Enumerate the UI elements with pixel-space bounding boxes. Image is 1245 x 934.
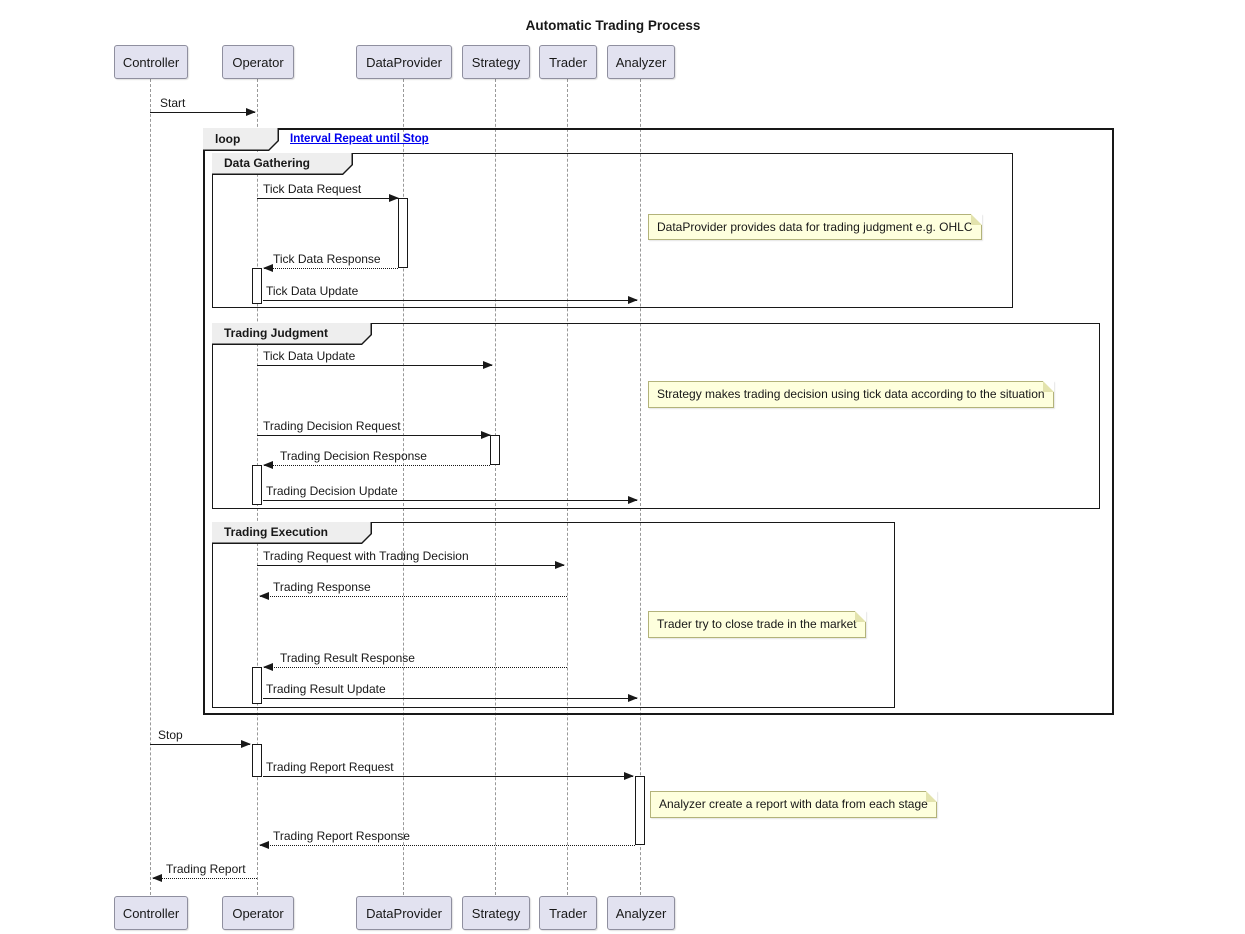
participant-bottom-controller: Controller bbox=[114, 896, 188, 930]
activation-operator-2 bbox=[252, 465, 262, 505]
note-dataprovider: DataProvider provides data for trading j… bbox=[648, 214, 982, 240]
activation-dataprovider-1 bbox=[398, 198, 408, 268]
message-arrow-tick-data-request bbox=[257, 193, 399, 202]
message-arrow-trading-result-update bbox=[263, 693, 638, 702]
frame-trading-judgment bbox=[212, 323, 1100, 509]
activation-analyzer-1 bbox=[635, 776, 645, 845]
message-label-trading-decision-update: Trading Decision Update bbox=[266, 484, 398, 498]
frame-trading-judgment-header: Trading Judgment bbox=[212, 323, 372, 345]
participant-top-operator: Operator bbox=[222, 45, 294, 79]
message-label-trading-report: Trading Report bbox=[166, 862, 246, 876]
diagram-title: Automatic Trading Process bbox=[525, 18, 701, 33]
message-label-trading-result-update: Trading Result Update bbox=[266, 682, 386, 696]
message-label-trading-report-response: Trading Report Response bbox=[273, 829, 410, 843]
lifeline-strategy bbox=[495, 79, 496, 895]
participant-bottom-analyzer: Analyzer bbox=[607, 896, 675, 930]
frame-loop-operator: loop bbox=[203, 128, 278, 150]
message-label-tick-data-update-1: Tick Data Update bbox=[266, 284, 359, 298]
activation-strategy-1 bbox=[490, 435, 500, 465]
loop-condition-link[interactable]: Interval Repeat until Stop bbox=[290, 133, 429, 145]
frame-trading-judgment-label: Trading Judgment bbox=[212, 323, 371, 344]
message-label-tick-data-update-2: Tick Data Update bbox=[263, 349, 356, 363]
message-label-trading-request: Trading Request with Trading Decision bbox=[263, 549, 469, 563]
message-label-start: Start bbox=[160, 96, 186, 110]
message-arrow-trading-decision-update bbox=[263, 495, 638, 504]
message-arrow-trading-decision-request bbox=[257, 430, 491, 439]
frame-trading-execution-label: Trading Execution bbox=[212, 522, 371, 543]
frame-loop bbox=[203, 128, 1114, 715]
message-arrow-start bbox=[150, 107, 256, 116]
activation-operator-1 bbox=[252, 268, 262, 304]
lifeline-controller bbox=[150, 79, 151, 895]
message-label-trading-response: Trading Response bbox=[273, 580, 371, 594]
note-strategy: Strategy makes trading decision using ti… bbox=[648, 381, 1054, 408]
activation-operator-3 bbox=[252, 667, 262, 704]
lifeline-trader bbox=[567, 79, 568, 895]
message-arrow-trading-report bbox=[152, 873, 257, 882]
message-arrow-tick-data-update-2 bbox=[257, 360, 493, 369]
frame-trading-execution-header: Trading Execution bbox=[212, 522, 372, 544]
frame-trading-execution bbox=[212, 522, 895, 708]
participant-top-analyzer: Analyzer bbox=[607, 45, 675, 79]
participant-top-trader: Trader bbox=[539, 45, 597, 79]
message-label-trading-decision-response: Trading Decision Response bbox=[280, 449, 427, 463]
participant-top-dataprovider: DataProvider bbox=[356, 45, 452, 79]
message-label-stop: Stop bbox=[158, 728, 183, 742]
participant-bottom-operator: Operator bbox=[222, 896, 294, 930]
message-arrow-trading-request bbox=[257, 560, 565, 569]
message-label-trading-decision-request: Trading Decision Request bbox=[263, 419, 401, 433]
participant-bottom-strategy: Strategy bbox=[462, 896, 530, 930]
frame-data-gathering-label: Data Gathering bbox=[212, 153, 352, 174]
message-label-trading-report-request: Trading Report Request bbox=[266, 760, 394, 774]
frame-loop-header: loop bbox=[203, 128, 279, 151]
message-arrow-trading-decision-response bbox=[263, 460, 490, 469]
frame-data-gathering-header: Data Gathering bbox=[212, 153, 353, 175]
note-analyzer: Analyzer create a report with data from … bbox=[650, 791, 937, 818]
activation-operator-4 bbox=[252, 744, 262, 777]
message-label-tick-data-response: Tick Data Response bbox=[273, 252, 381, 266]
message-arrow-trading-report-response bbox=[259, 840, 635, 849]
participant-top-controller: Controller bbox=[114, 45, 188, 79]
message-arrow-trading-result-response bbox=[263, 662, 567, 671]
lifeline-analyzer bbox=[640, 79, 641, 895]
message-label-tick-data-request: Tick Data Request bbox=[263, 182, 362, 196]
participant-top-strategy: Strategy bbox=[462, 45, 530, 79]
message-arrow-trading-report-request bbox=[263, 771, 634, 780]
lifeline-dataprovider bbox=[403, 79, 404, 895]
message-arrow-tick-data-response bbox=[263, 263, 398, 272]
note-trader: Trader try to close trade in the market bbox=[648, 611, 866, 638]
message-arrow-stop bbox=[150, 739, 251, 748]
participant-bottom-dataprovider: DataProvider bbox=[356, 896, 452, 930]
frame-data-gathering bbox=[212, 153, 1013, 308]
message-arrow-trading-response bbox=[259, 591, 567, 600]
message-arrow-tick-data-update-1 bbox=[263, 295, 638, 304]
participant-bottom-trader: Trader bbox=[539, 896, 597, 930]
message-label-trading-result-response: Trading Result Response bbox=[280, 651, 415, 665]
